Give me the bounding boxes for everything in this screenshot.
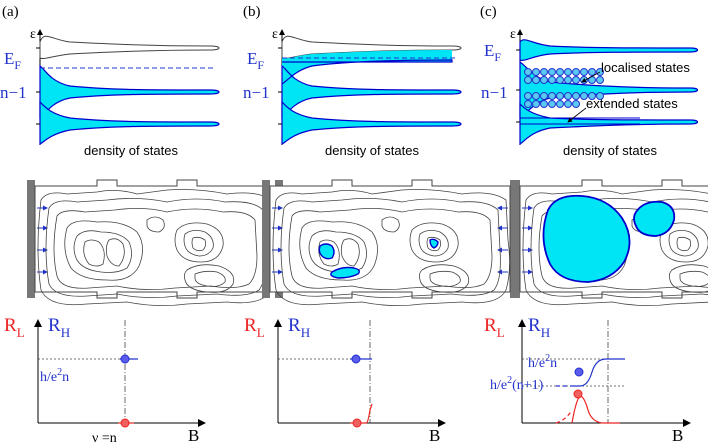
top-band-fill <box>282 50 452 62</box>
rl-point <box>573 389 583 399</box>
rh-point <box>574 367 584 377</box>
panel-c: (c) ε EF n−1 localised states extende <box>480 4 708 445</box>
extended-states-label: extended states <box>586 96 678 111</box>
rl-label: RL <box>484 315 505 340</box>
ef-label: EF <box>4 49 21 72</box>
n-minus-1-label: n−1 <box>243 83 270 102</box>
panel-b: (b) ε EF n−1 density of states <box>243 4 518 445</box>
rl-label: RL <box>4 315 25 340</box>
filled-puddle <box>330 266 361 279</box>
dos-plot: ε EF n−1 density of states <box>0 27 220 158</box>
dos-plot: ε EF n−1 localised states extended state… <box>481 27 699 158</box>
filled-puddle <box>542 194 631 283</box>
localised-states-label: localised states <box>601 60 690 75</box>
transport-plot-b: RL RH B <box>244 315 446 445</box>
filling-factor-label: ν =n <box>92 431 117 445</box>
sample-c <box>512 180 708 307</box>
rh-point <box>120 354 130 364</box>
ef-label: EF <box>484 41 501 64</box>
b-axis-label: B <box>188 426 199 445</box>
panel-label: (c) <box>480 4 497 20</box>
sample-b <box>262 180 518 307</box>
band-lower <box>39 100 220 145</box>
top-band <box>519 39 699 61</box>
band-lower <box>281 100 462 145</box>
b-axis-label: B <box>429 426 440 445</box>
filled-puddle <box>633 200 676 237</box>
filled-puddle <box>318 243 335 260</box>
rl-label: RL <box>244 315 265 340</box>
rl-curve <box>571 395 620 424</box>
rh-label: RH <box>288 315 310 340</box>
b-axis-label: B <box>672 426 683 445</box>
rh-curve <box>572 358 625 387</box>
band-n-1 <box>39 65 220 119</box>
ef-label: EF <box>247 49 264 72</box>
dos-xlabel: density of states <box>84 143 178 158</box>
top-band <box>39 35 220 59</box>
rl-point <box>120 418 130 428</box>
n-minus-1-label: n−1 <box>0 83 27 102</box>
localised-state-circles <box>524 68 604 108</box>
band-n-1 <box>281 59 462 119</box>
rh-label: RH <box>528 315 550 340</box>
transport-plot-c: RL RH h/e2n h/e2(n+1) B <box>484 315 691 445</box>
quantum-resistance-n-plus-1: h/e2(n+1) <box>490 375 544 393</box>
panel-a: (a) ε EF n−1 density of states <box>0 4 283 445</box>
dos-xlabel: density of states <box>563 143 657 158</box>
quantum-resistance-label: h/e2n <box>40 367 69 385</box>
epsilon-label: ε <box>30 27 36 42</box>
transport-plot-a: RL RH h/e2n ν =n B <box>4 315 206 445</box>
quantum-resistance-n: h/e2n <box>528 353 557 371</box>
dos-plot: ε EF n−1 density of states <box>243 27 462 158</box>
epsilon-label: ε <box>272 27 278 42</box>
panel-label: (a) <box>2 4 19 20</box>
dos-xlabel: density of states <box>325 143 419 158</box>
filled-puddle <box>429 238 439 249</box>
sample-a <box>27 180 283 307</box>
rh-point <box>351 354 361 364</box>
n-minus-1-label: n−1 <box>481 83 508 102</box>
rh-label: RH <box>48 315 70 340</box>
panel-label: (b) <box>243 4 261 20</box>
rl-point <box>352 418 362 428</box>
epsilon-label: ε <box>510 27 516 42</box>
